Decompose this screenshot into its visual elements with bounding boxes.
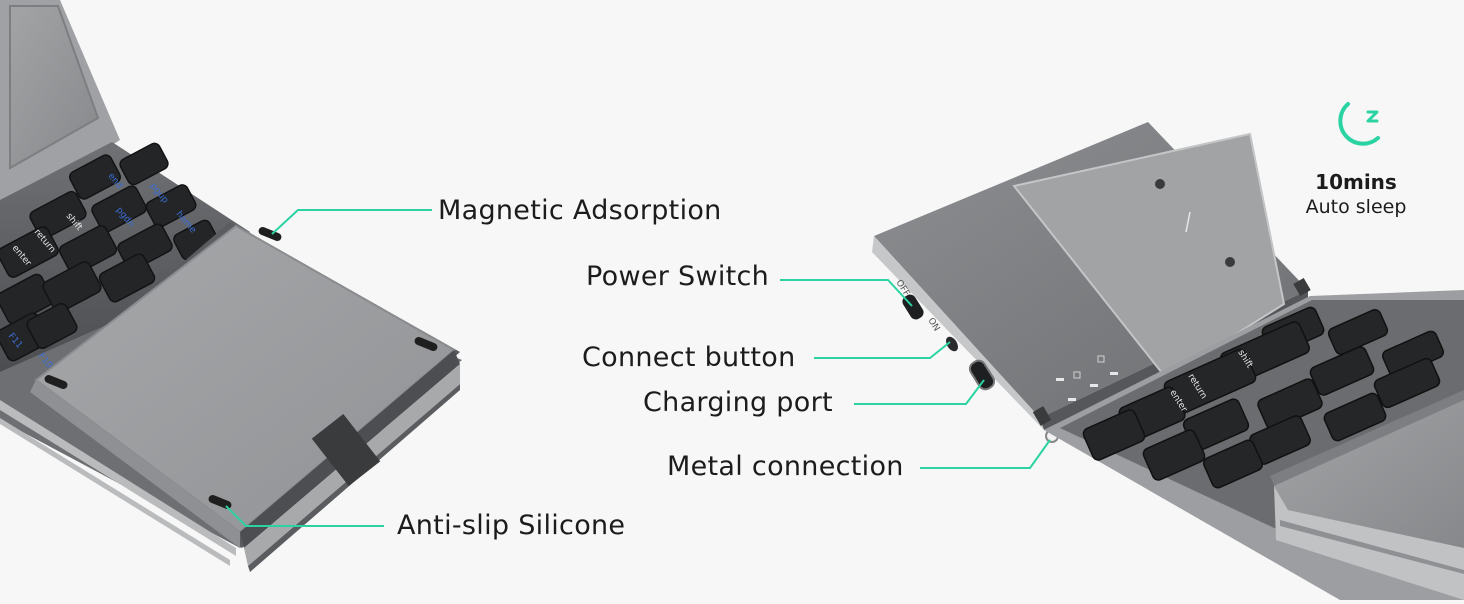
callout-charging-port: Charging port: [643, 387, 833, 418]
callout-magnetic-adsorption: Magnetic Adsorption: [438, 195, 722, 226]
moon-zz-icon: [1338, 102, 1380, 146]
auto-sleep-badge: 10mins Auto sleep: [1296, 166, 1416, 218]
callout-metal-connection: Metal connection: [667, 451, 904, 482]
callout-connect-button: Connect button: [582, 342, 796, 373]
left-keys: [0, 142, 219, 362]
callout-leaders: [225, 209, 1051, 527]
leader-metal: [920, 439, 1051, 469]
connect-button: [946, 336, 958, 352]
magnetic-pad: [258, 227, 282, 241]
leader-connect: [814, 341, 951, 359]
left-keyboard: end home pgup pgdn F11 F10 shift enter r…: [0, 0, 462, 572]
right-keys: [1082, 306, 1445, 489]
leader-charging: [854, 379, 985, 405]
callout-anti-slip-silicone: Anti-slip Silicone: [397, 510, 626, 541]
right-keyboard: OFF ON: [872, 122, 1464, 600]
leader-anti-slip: [225, 505, 384, 527]
sleep-label: Auto sleep: [1305, 196, 1407, 218]
leader-power: [780, 279, 913, 307]
charging-port: [968, 359, 996, 391]
silicone-pad: [208, 495, 232, 509]
callout-power-switch: Power Switch: [586, 261, 770, 292]
sleep-time: 10mins: [1315, 170, 1397, 194]
leader-magnetic: [271, 209, 432, 235]
